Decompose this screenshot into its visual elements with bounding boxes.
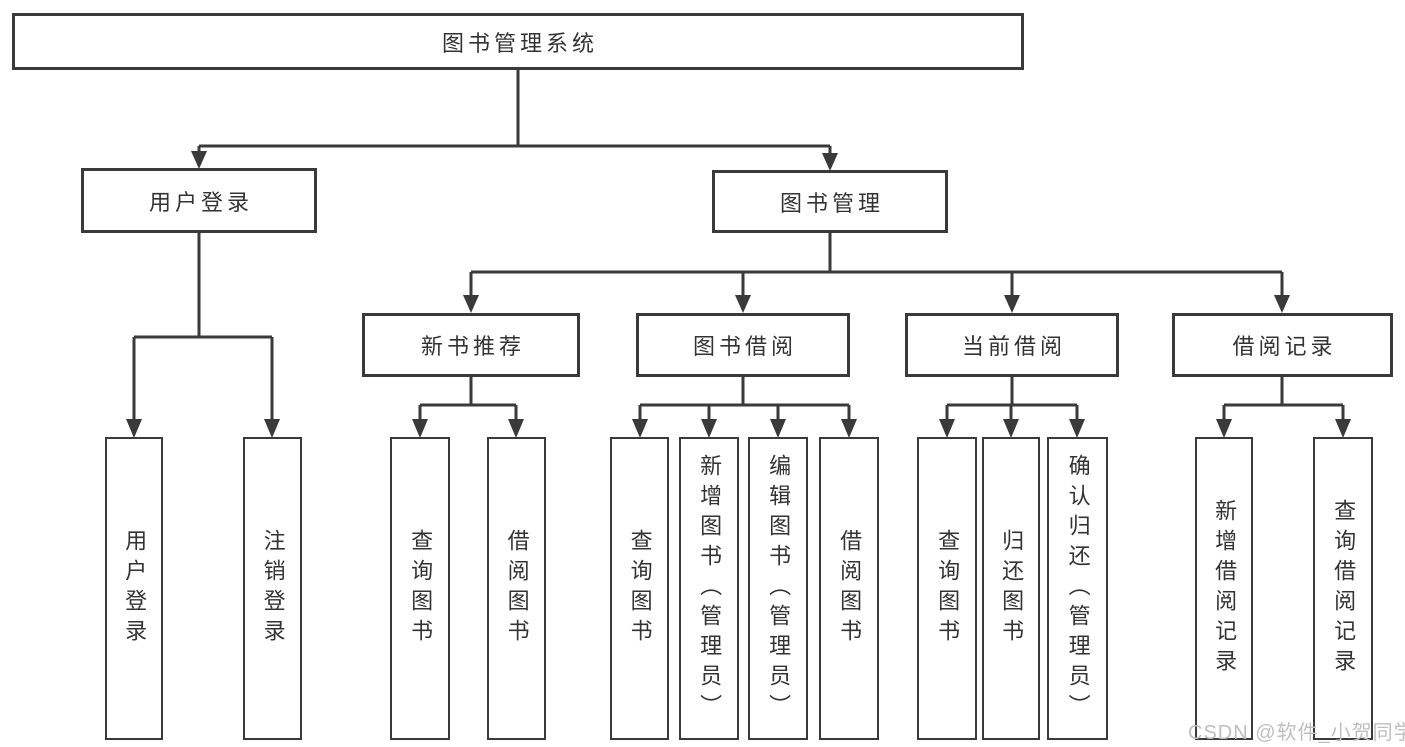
node-book-borrowing: 图书借阅 [636, 313, 850, 377]
connector-book-borrow-to-leaves [632, 377, 857, 438]
leaf-confirm-return-admin: 确认归还（管理员） [1047, 437, 1108, 740]
leaf-label: 借阅图书 [504, 528, 530, 649]
node-label: 新书推荐 [420, 334, 525, 359]
leaf-logout: 注销登录 [243, 437, 302, 740]
leaf-query-books: 查询图书 [390, 437, 450, 740]
connector-new-rec-to-leaves [412, 377, 524, 438]
leaf-add-borrow-record: 新增借阅记录 [1195, 437, 1253, 740]
leaf-label: 归还图书 [999, 528, 1025, 649]
leaf-label: 确认归还（管理员） [1065, 453, 1091, 724]
connector-book-mgmt-to-level3 [463, 233, 1290, 313]
node-book-management: 图书管理 [712, 170, 948, 233]
leaf-label: 用户登录 [122, 528, 148, 649]
node-label: 图书管理系统 [441, 30, 598, 56]
leaf-borrow-books-2: 借阅图书 [819, 437, 879, 740]
leaf-borrow-books: 借阅图书 [487, 437, 546, 740]
leaf-label: 查询图书 [627, 528, 653, 649]
leaf-label: 查询图书 [935, 528, 961, 649]
leaf-user-login: 用户登录 [105, 437, 163, 740]
leaf-edit-books-admin: 编辑图书（管理员） [748, 437, 808, 740]
node-label: 当前借阅 [961, 334, 1066, 359]
leaf-return-books: 归还图书 [982, 437, 1040, 740]
leaf-label: 查询图书 [408, 528, 434, 649]
connector-user-login-to-leaves [126, 233, 280, 438]
node-user-login: 用户登录 [81, 168, 317, 233]
node-label: 图书管理 [779, 190, 884, 216]
node-current-borrowing: 当前借阅 [905, 313, 1119, 377]
node-label: 图书借阅 [692, 334, 797, 359]
leaf-query-borrow-record: 查询借阅记录 [1313, 437, 1373, 740]
csdn-watermark: CSDN @软件_小贺同学 [1188, 722, 1405, 744]
node-new-book-recommend: 新书推荐 [362, 313, 580, 377]
node-label: 借阅记录 [1232, 334, 1337, 359]
leaf-add-books-admin: 新增图书（管理员） [679, 437, 739, 740]
leaf-label: 借阅图书 [837, 528, 863, 649]
leaf-label: 新增借阅记录 [1212, 498, 1238, 679]
leaf-label: 新增图书（管理员） [697, 453, 723, 724]
node-borrowing-record: 借阅记录 [1172, 313, 1393, 377]
connector-current-borrow-to-leaves [939, 377, 1085, 438]
leaf-label: 注销登录 [260, 528, 286, 649]
connector-root-to-level2 [191, 69, 838, 171]
leaf-label: 编辑图书（管理员） [766, 453, 792, 724]
leaf-query-books-2: 查询图书 [610, 437, 669, 740]
node-label: 用户登录 [148, 189, 253, 215]
leaf-label: 查询借阅记录 [1331, 498, 1357, 679]
connector-borrow-record-to-leaves [1216, 377, 1351, 438]
leaf-query-books-3: 查询图书 [917, 437, 977, 740]
node-library-management-system: 图书管理系统 [12, 13, 1024, 70]
